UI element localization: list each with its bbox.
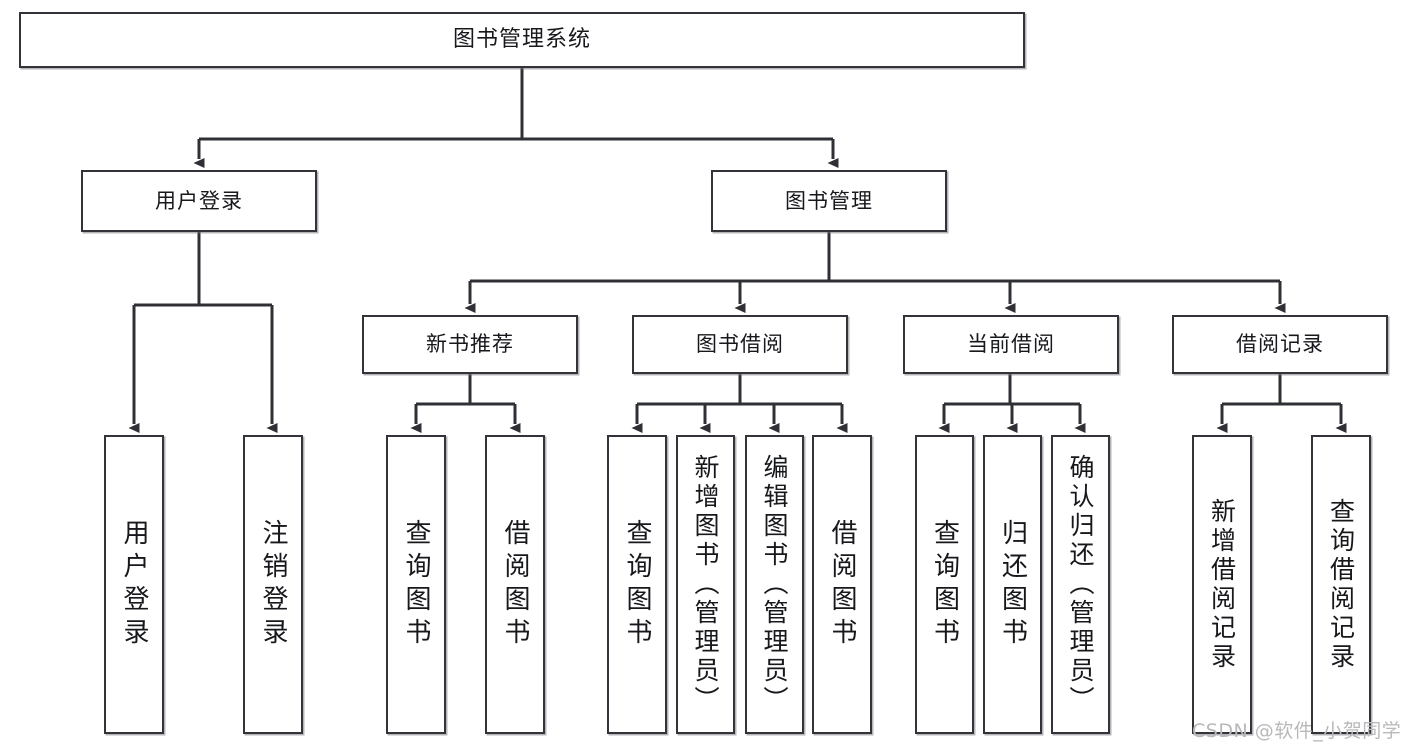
node-leaf-query-book-2-label: 查询图书 — [622, 518, 652, 651]
node-leaf-add-book[interactable]: 新增图书（管理员） — [676, 435, 735, 734]
node-new-book-recommend-label: 新书推荐 — [426, 332, 514, 357]
node-leaf-query-record[interactable]: 查询借阅记录 — [1311, 435, 1371, 734]
node-leaf-borrow-book-2[interactable]: 借阅图书 — [812, 435, 872, 734]
node-leaf-confirm-return-label: 确认归还（管理员） — [1066, 454, 1095, 715]
node-leaf-query-book-3[interactable]: 查询图书 — [915, 435, 974, 734]
node-user-login[interactable]: 用户登录 — [81, 170, 317, 232]
node-leaf-return-book-label: 归还图书 — [997, 518, 1028, 651]
node-leaf-return-book[interactable]: 归还图书 — [983, 435, 1042, 734]
node-book-borrow[interactable]: 图书借阅 — [632, 315, 848, 374]
node-root[interactable]: 图书管理系统 — [19, 12, 1025, 68]
node-borrow-record[interactable]: 借阅记录 — [1172, 315, 1388, 374]
node-new-book-recommend[interactable]: 新书推荐 — [362, 315, 578, 374]
node-leaf-add-book-label: 新增图书（管理员） — [691, 454, 720, 715]
node-leaf-borrow-book-2-label: 借阅图书 — [827, 518, 857, 651]
node-current-borrow-label: 当前借阅 — [967, 332, 1055, 357]
node-leaf-logout-label: 注销登录 — [258, 518, 288, 651]
node-leaf-query-book-1[interactable]: 查询图书 — [386, 435, 446, 734]
node-leaf-query-book-1-label: 查询图书 — [401, 518, 431, 651]
node-book-borrow-label: 图书借阅 — [696, 332, 784, 357]
csdn-watermark: CSDN @软件_小贺同学 — [1192, 720, 1402, 742]
node-leaf-borrow-book-1[interactable]: 借阅图书 — [485, 435, 545, 734]
node-leaf-confirm-return[interactable]: 确认归还（管理员） — [1051, 435, 1110, 734]
node-leaf-edit-book-label: 编辑图书（管理员） — [760, 454, 789, 715]
node-leaf-query-book-2[interactable]: 查询图书 — [607, 435, 667, 734]
node-root-label: 图书管理系统 — [452, 27, 591, 53]
node-leaf-add-record[interactable]: 新增借阅记录 — [1192, 435, 1252, 734]
node-borrow-record-label: 借阅记录 — [1236, 332, 1324, 357]
node-leaf-logout[interactable]: 注销登录 — [243, 435, 303, 734]
node-book-manage-label: 图书管理 — [785, 188, 873, 213]
node-leaf-query-record-label: 查询借阅记录 — [1326, 497, 1356, 672]
node-leaf-add-record-label: 新增借阅记录 — [1207, 497, 1237, 672]
node-leaf-borrow-book-1-label: 借阅图书 — [500, 518, 530, 651]
node-leaf-user-login[interactable]: 用户登录 — [104, 435, 164, 734]
node-leaf-user-login-label: 用户登录 — [119, 518, 149, 651]
node-leaf-query-book-3-label: 查询图书 — [929, 518, 960, 651]
node-current-borrow[interactable]: 当前借阅 — [903, 315, 1119, 374]
node-leaf-edit-book[interactable]: 编辑图书（管理员） — [745, 435, 804, 734]
node-book-manage[interactable]: 图书管理 — [711, 170, 947, 232]
node-user-login-label: 用户登录 — [155, 188, 243, 213]
